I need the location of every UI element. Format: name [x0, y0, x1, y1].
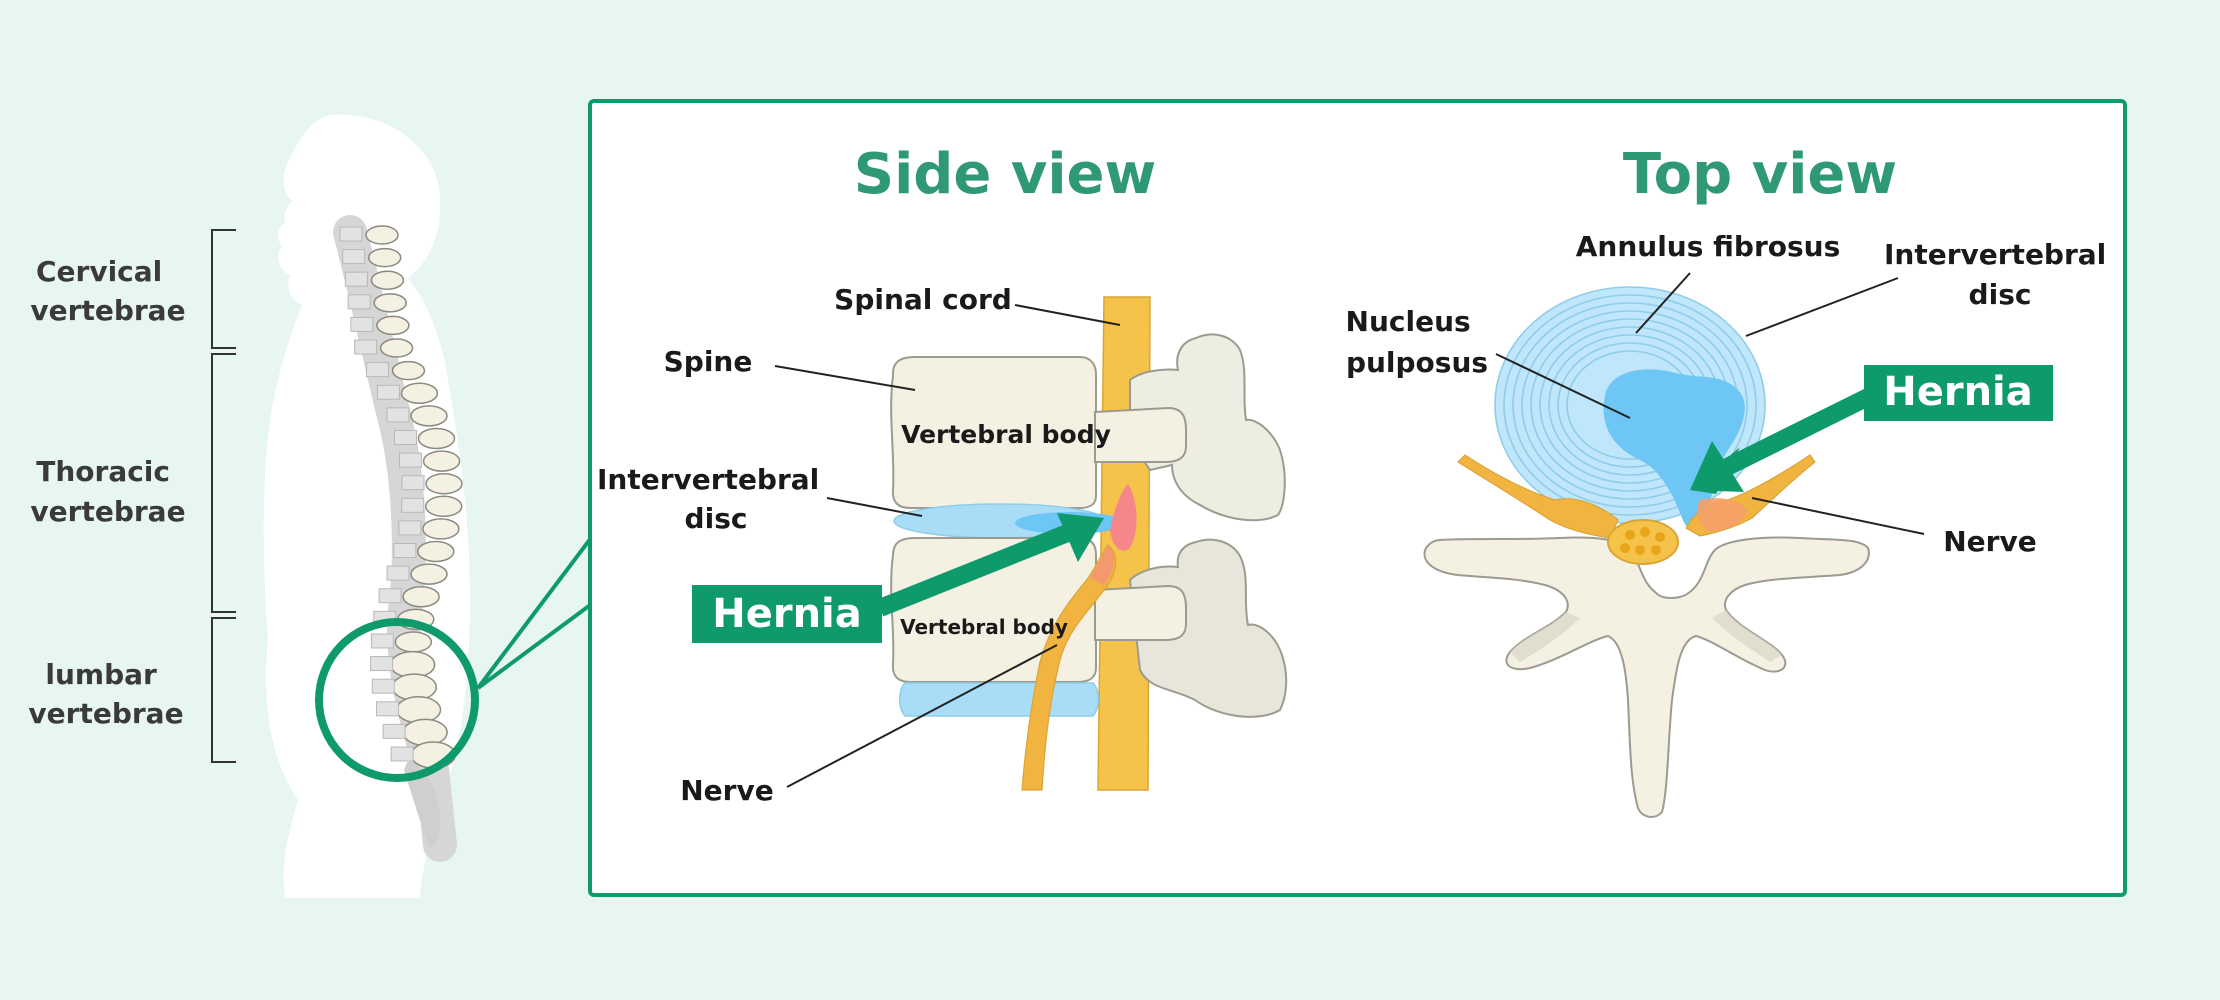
vertebra-shape: [376, 315, 410, 336]
vertebra-body-shape: [376, 384, 400, 400]
region-brackets: [211, 229, 236, 763]
vertebra-shape: [417, 427, 456, 450]
label-vertebral-body-lower: Vertebral body: [900, 615, 1068, 639]
label-spine: Spine: [664, 345, 753, 378]
annulus-ring-shape: [1512, 302, 1748, 508]
nerve-left-top: [1457, 454, 1619, 539]
side-view-leaders: [774, 304, 1121, 788]
vertebra-body-shape: [398, 520, 422, 536]
hernia-bulge-side: [1110, 484, 1137, 551]
hernia-callout-side: Hernia: [692, 513, 1104, 643]
label-nerve-top: Nerve: [1943, 525, 2036, 558]
label-intervertebral-disc-top: Intervertebral disc: [1884, 238, 2116, 311]
vertebra-shape: [422, 518, 460, 540]
vertebra-body-shape: [344, 271, 368, 287]
label-nerve-side: Nerve: [680, 774, 773, 807]
vertebra-body-shape: [370, 633, 394, 649]
spinous-process-upper: [1129, 333, 1286, 522]
vertebra-shape: [394, 631, 433, 653]
vertebra-body-shape: [401, 475, 425, 491]
detail-panel: [588, 99, 2127, 897]
svg-text:Hernia: Hernia: [1883, 369, 2033, 415]
vertebra-shape: [425, 472, 463, 495]
label-annulus-fibrosus: Annulus fibrosus: [1576, 230, 1841, 263]
vertebra-body-shape: [393, 429, 417, 445]
vertebra-body-shape: [339, 226, 363, 242]
label-nucleus-pulposus: Nucleus pulposus: [1346, 305, 1489, 379]
annulus-ring-shape: [1503, 294, 1757, 516]
vertebra-shape: [395, 696, 442, 724]
nerve-root-side: [1021, 544, 1117, 791]
vertebral-body-upper: [890, 356, 1097, 509]
vertebra-body-shape: [347, 294, 371, 310]
vertebra-shape: [400, 382, 439, 405]
top-view-illustration: [1423, 286, 1870, 818]
vertebra-body-shape: [399, 452, 423, 468]
vertebra-shape: [367, 247, 402, 268]
vertebra-body-shape: [371, 678, 395, 694]
label-intervertebral-disc-side: Intervertebral disc: [597, 463, 829, 535]
side-view-title: Side view: [854, 142, 1157, 207]
vertebra-body-shape: [390, 746, 414, 762]
vertebra-body-shape: [342, 249, 366, 265]
vertebra-shape: [365, 225, 399, 245]
vertebra-body-shape: [378, 588, 402, 604]
vertebra-shape: [402, 718, 448, 747]
hernia-bulge-top: [1697, 498, 1748, 532]
vertebra-body-shape: [393, 543, 417, 559]
sacrum-shape: [404, 760, 441, 847]
label-spinal-cord: Spinal cord: [834, 283, 1012, 316]
vertebra-shape: [379, 338, 414, 358]
region-label-thoracic: Thoracic vertebrae: [30, 455, 185, 528]
vertebra-body-shape: [401, 497, 425, 513]
vertebra-body-shape: [386, 565, 410, 581]
vertebra-shape: [424, 495, 463, 518]
vertebra-shape: [417, 540, 455, 563]
vertebra-body-shape: [370, 656, 394, 672]
spinal-cord-cross-section: [1607, 519, 1679, 565]
vertebra-shape: [422, 450, 461, 472]
vertebra-body-shape: [382, 723, 406, 739]
hernia-callout-top: Hernia: [1690, 365, 2053, 494]
vertebra-shape: [402, 585, 440, 608]
top-view-leaders: [1495, 272, 1925, 535]
vertebra-body-shape: [386, 407, 410, 423]
vertebra-shape: [391, 360, 426, 381]
vertebra-body-shape: [365, 362, 389, 378]
vertebra-shape: [373, 293, 407, 313]
spinous-process-lower: [1128, 538, 1288, 718]
top-view-title: Top view: [1623, 142, 1897, 207]
vertebra-shape: [370, 270, 405, 290]
vertebral-arch-top: [1423, 536, 1870, 818]
svg-text:Hernia: Hernia: [712, 591, 862, 637]
region-label-lumbar: lumbar vertebrae: [28, 658, 183, 730]
vertebra-body-shape: [350, 316, 374, 332]
region-label-cervical: Cervical vertebrae: [30, 255, 185, 327]
vertebra-body-shape: [376, 701, 400, 717]
vertebra-body-shape: [354, 339, 378, 355]
zoom-circle-icon: [315, 528, 599, 782]
vertebra-shape: [410, 563, 448, 585]
vertebra-shape: [410, 405, 448, 427]
label-vertebral-body-upper: Vertebral body: [901, 420, 1111, 449]
